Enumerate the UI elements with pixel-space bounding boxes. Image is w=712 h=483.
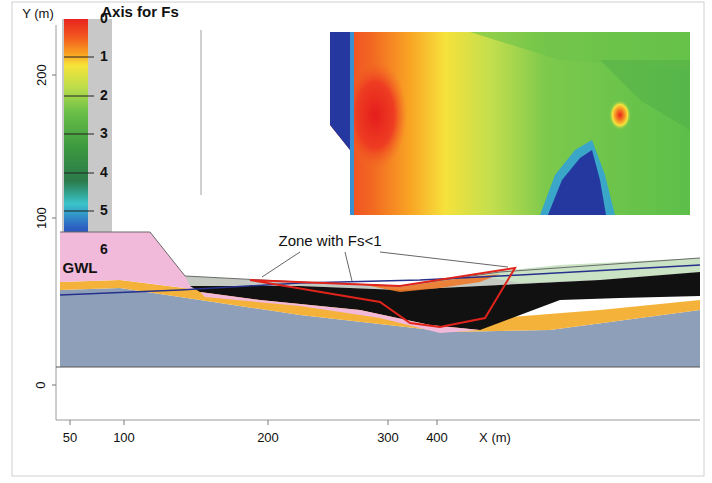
tick-label: 50 xyxy=(63,431,77,445)
axis-title: X (m) xyxy=(479,431,511,445)
tick-label: 300 xyxy=(377,431,399,445)
colorbar-value: 5 xyxy=(100,203,108,218)
colorbar-value: 0 xyxy=(100,11,108,26)
colorbar-value: 1 xyxy=(100,49,108,64)
colorbar-value: 6 xyxy=(100,242,108,257)
gwl-label: GWL xyxy=(63,260,98,277)
tick-label: 400 xyxy=(426,431,448,445)
axis-title: Y (m) xyxy=(22,7,54,21)
tick-label: 100 xyxy=(113,431,135,445)
colorbar-value: 3 xyxy=(100,126,108,141)
colorbar-title: Axis for Fs xyxy=(101,4,179,21)
colorbar-value: 4 xyxy=(100,165,108,180)
tick-label: 200 xyxy=(257,431,279,445)
colorbar-value: 2 xyxy=(100,88,108,103)
tick-label: 100 xyxy=(35,207,49,229)
tick-label: 200 xyxy=(35,64,49,86)
tick-label: 0 xyxy=(35,381,49,388)
zone-label: Zone with Fs<1 xyxy=(279,233,382,250)
